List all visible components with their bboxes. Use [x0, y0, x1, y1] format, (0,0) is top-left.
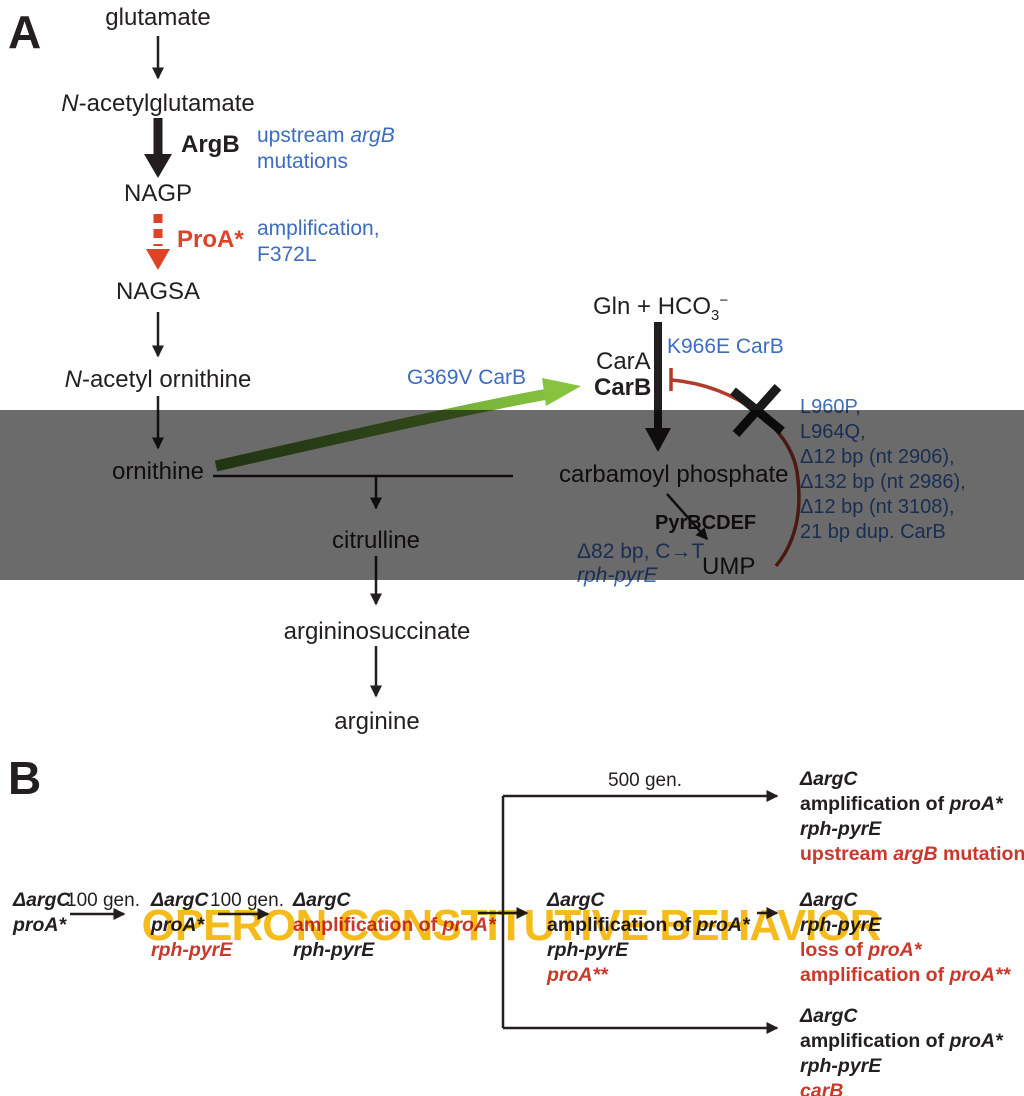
annotation-proa-amplification: amplification,F372L [257, 217, 380, 266]
banner-title-line2: OPERON CONSTITUTIVE BEHAVIOR [141, 901, 882, 950]
annotation-g369v-carb: G369V CarB [407, 366, 527, 389]
arrow-proa-head [146, 249, 170, 270]
enzyme-carb: CarB [594, 374, 652, 401]
banner-overlay: MUTATIONS: ACTIVATING OPERON CONSTITUTIV… [0, 410, 1024, 950]
metabolite-nagp: NAGP [123, 180, 193, 207]
panel-a-label: A [8, 6, 42, 58]
metabolite-argininosuccinate: argininosuccinate [283, 618, 471, 645]
banner-title-line1: MUTATIONS: ACTIVATING [340, 862, 682, 892]
metabolite-n-acetylglutamate: N-acetylglutamate [61, 90, 255, 117]
arrow-argb-head [144, 154, 172, 178]
annotation-k966e-carb: K966E CarB [667, 335, 784, 358]
metabolite-n-acetyl-ornithine: N-acetyl ornithine [64, 366, 252, 393]
edge-label-100gen-2: 100 gen. [210, 890, 284, 911]
edge-label-500gen: 500 gen. [608, 770, 682, 791]
green-arrow-head [542, 378, 581, 406]
metabolite-glutamate: glutamate [105, 4, 211, 31]
metabolite-gln-hco3: Gln + HCO3− [593, 293, 728, 324]
metabolite-nagsa: NAGSA [115, 278, 201, 305]
enzyme-proa-star: ProA* [177, 226, 244, 253]
metabolite-arginine: arginine [334, 708, 420, 735]
enzyme-cara: CarA [596, 348, 651, 375]
panel-b-label: B [8, 752, 42, 804]
enzyme-argb: ArgB [181, 131, 240, 158]
edge-label-100gen-1: 100 gen. [66, 890, 140, 911]
